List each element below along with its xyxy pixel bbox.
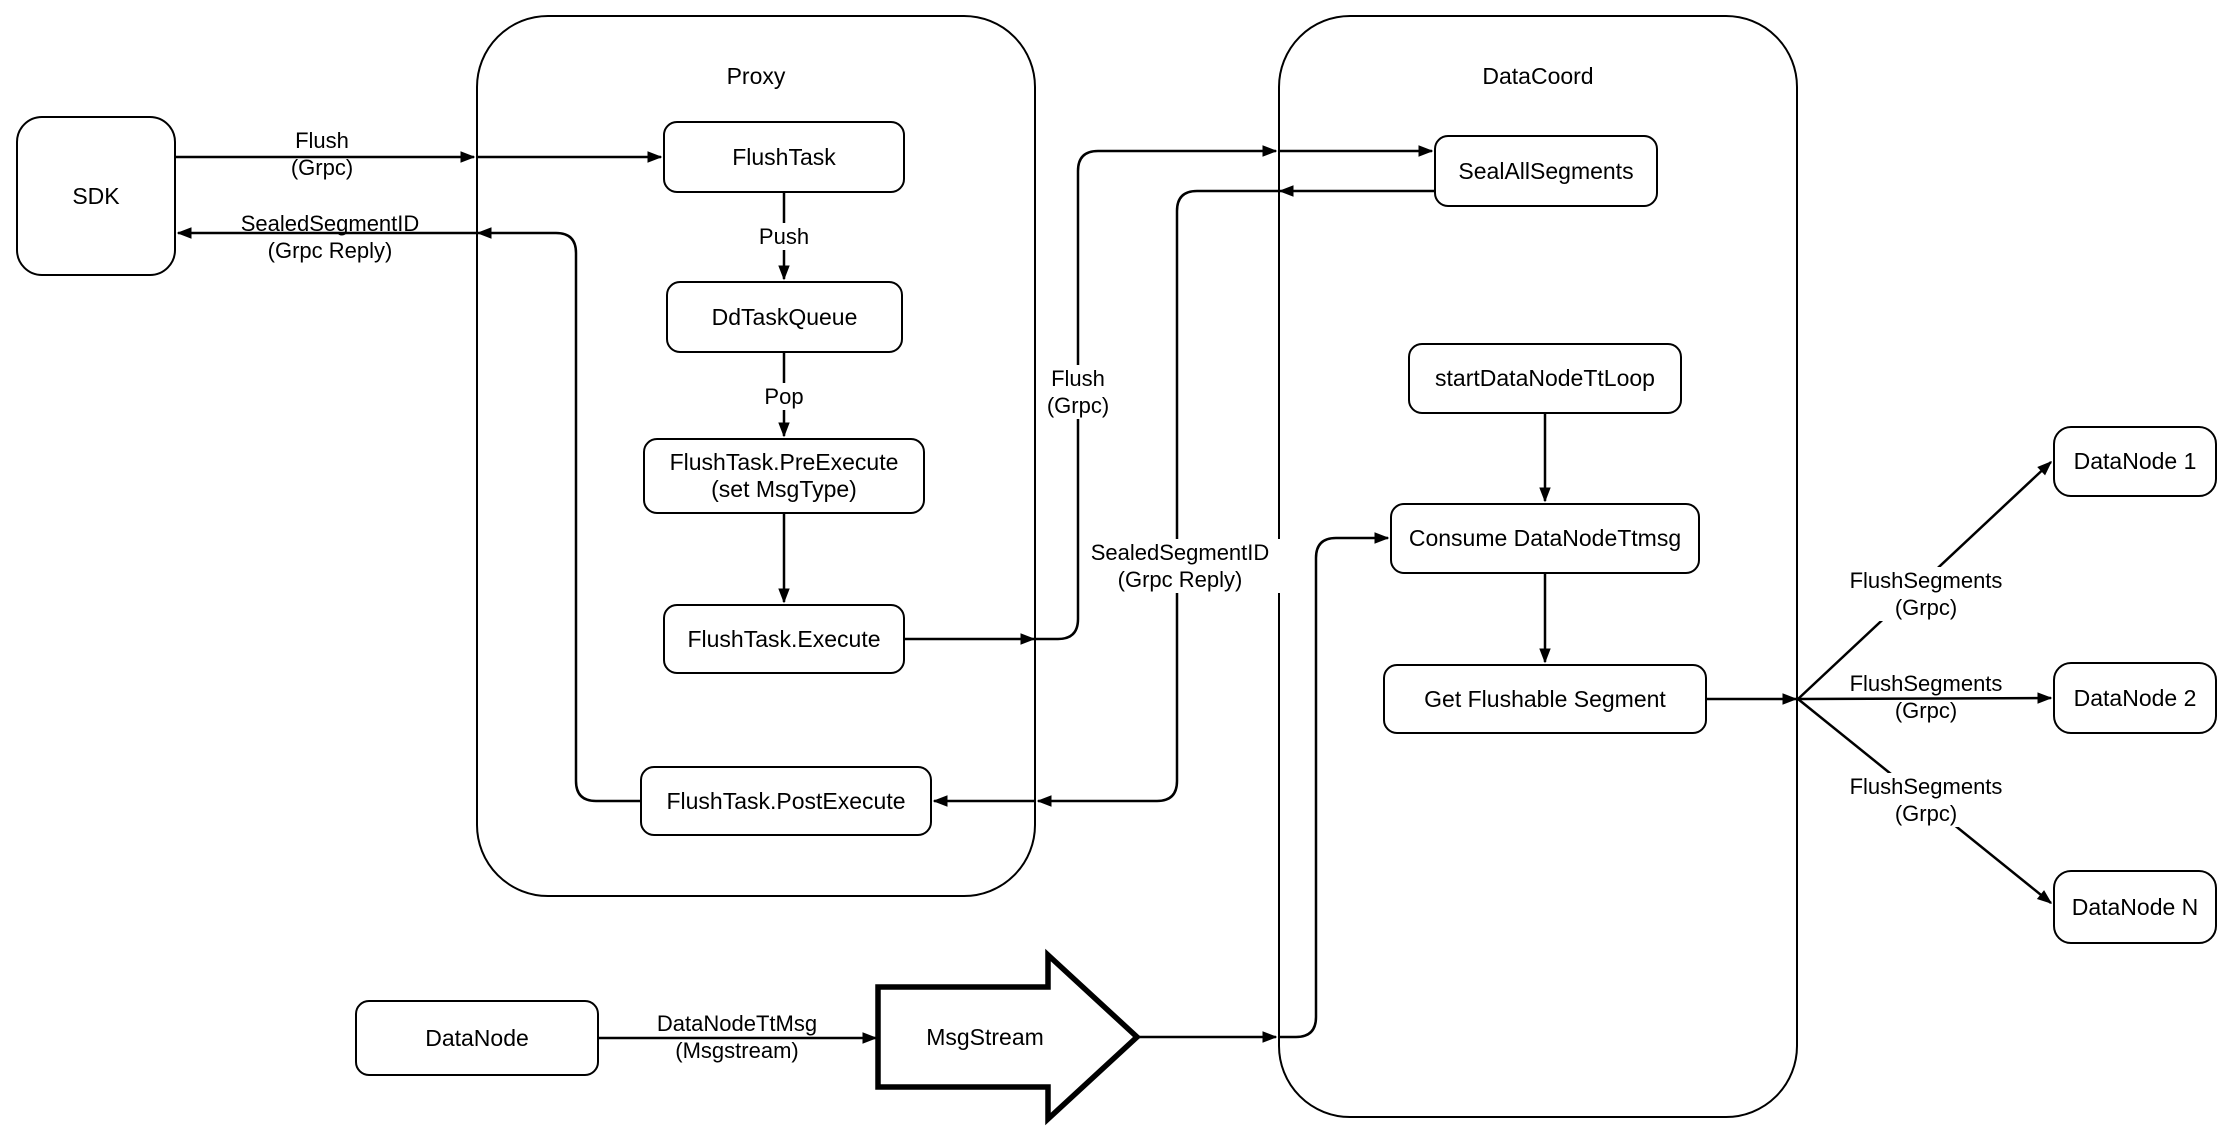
edge-label-sealed-reply-sdk-line2: (Grpc Reply) [267, 238, 393, 263]
node-datanode-2-label: DataNode 2 [2073, 684, 2197, 711]
edge-label-datanode-tt-msg-line2: (Msgstream) [675, 1038, 799, 1063]
edge-label-flush-mid-line1: Flush [1051, 366, 1105, 391]
edge-label-sealed-reply-sdk-line1: SealedSegmentID [240, 211, 420, 236]
edge-label-flush-segments-2-line1: FlushSegments [1849, 671, 2003, 696]
node-datanode-label: DataNode [425, 1024, 529, 1051]
edge-label-push: Push [749, 223, 819, 250]
edge-postexecute-to-proxy-border [476, 227, 640, 803]
edge-label-flush-segments-3-line2: (Grpc) [1894, 801, 1958, 826]
node-datanode-2: DataNode 2 [2053, 662, 2217, 734]
node-consume-datanode-ttmsg-label: Consume DataNodeTtmsg [1408, 525, 1682, 551]
node-datanode-1: DataNode 1 [2053, 426, 2217, 497]
edge-fan-to-datanode-2 [1797, 692, 2053, 704]
edge-datacoord-border-to-consume [1278, 532, 1390, 1039]
node-get-flushable-segment-label: Get Flushable Segment [1424, 685, 1666, 712]
node-dd-task-queue: DdTaskQueue [666, 281, 903, 353]
node-sdk: SDK [16, 116, 176, 276]
node-consume-datanode-ttmsg: Consume DataNodeTtmsg [1390, 503, 1700, 574]
node-get-flushable-segment: Get Flushable Segment [1383, 664, 1707, 734]
msgstream-label: MsgStream [926, 1024, 1044, 1050]
edge-label-sealed-reply-mid: SealedSegmentID (Grpc Reply) [1080, 539, 1280, 593]
node-start-datanode-tt-loop-label: startDataNodeTtLoop [1435, 365, 1655, 391]
node-datanode-1-label: DataNode 1 [2073, 448, 2197, 474]
edge-label-flush-sdk: Flush (Grpc) [222, 127, 422, 181]
node-dd-task-queue-label: DdTaskQueue [711, 303, 858, 330]
edge-label-datanode-tt-msg: DataNodeTtMsg (Msgstream) [637, 1010, 837, 1064]
edge-label-flush-segments-2-line2: (Grpc) [1894, 698, 1958, 723]
node-start-datanode-tt-loop: startDataNodeTtLoop [1408, 343, 1682, 414]
node-seal-all-segments-label: SealAllSegments [1458, 157, 1634, 184]
edge-label-sealed-reply-mid-line1: SealedSegmentID [1090, 540, 1270, 565]
node-execute-label: FlushTask.Execute [687, 625, 881, 652]
proxy-container [476, 15, 1036, 897]
node-flush-task: FlushTask [663, 121, 905, 193]
node-execute: FlushTask.Execute [663, 604, 905, 674]
edge-label-flush-segments-3-line1: FlushSegments [1849, 774, 2003, 799]
node-pre-execute-label-line2: (set MsgType) [711, 476, 857, 502]
edge-label-sealed-reply-sdk: SealedSegmentID (Grpc Reply) [230, 210, 430, 264]
edge-label-flush-sdk-line2: (Grpc) [290, 155, 354, 180]
datacoord-container-title: DataCoord [1482, 63, 1594, 89]
node-sdk-label: SDK [72, 182, 120, 209]
edge-label-flush-sdk-line1: Flush [295, 128, 349, 153]
node-datanode: DataNode [355, 1000, 599, 1076]
edge-label-datanode-tt-msg-line1: DataNodeTtMsg [656, 1011, 818, 1036]
node-post-execute-label: FlushTask.PostExecute [666, 787, 906, 814]
msgstream-arrow-shape [875, 948, 1142, 1126]
edge-label-flush-segments-3: FlushSegments (Grpc) [1846, 773, 2006, 827]
edge-label-flush-mid: Flush (Grpc) [1038, 365, 1118, 419]
edge-label-flush-segments-1-line1: FlushSegments [1849, 568, 2003, 593]
node-datanode-n: DataNode N [2053, 870, 2217, 944]
edge-datacoord-to-proxy-reply [1036, 189, 1278, 807]
edge-label-flush-mid-line2: (Grpc) [1046, 393, 1110, 418]
node-datanode-n-label: DataNode N [2071, 893, 2199, 920]
edge-label-pop: Pop [754, 383, 814, 410]
edge-label-flush-segments-1: FlushSegments (Grpc) [1846, 567, 2006, 621]
node-pre-execute-label-line1: FlushTask.PreExecute [669, 449, 899, 475]
node-flush-task-label: FlushTask [732, 143, 836, 170]
node-pre-execute: FlushTask.PreExecute (set MsgType) [643, 438, 925, 514]
edge-label-flush-segments-1-line2: (Grpc) [1894, 595, 1958, 620]
node-post-execute: FlushTask.PostExecute [640, 766, 932, 836]
proxy-container-title: Proxy [726, 63, 786, 89]
edge-label-sealed-reply-mid-line2: (Grpc Reply) [1117, 567, 1243, 592]
node-seal-all-segments: SealAllSegments [1434, 135, 1658, 207]
edge-label-flush-segments-2: FlushSegments (Grpc) [1846, 670, 2006, 724]
